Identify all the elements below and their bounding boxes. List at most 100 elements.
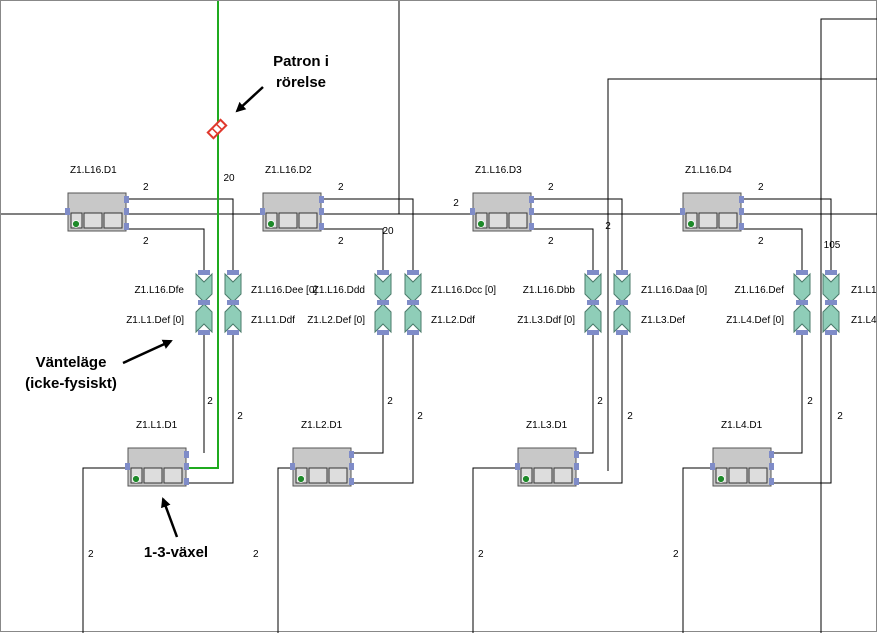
arrow-switch: [161, 497, 179, 538]
tube-segment-10[interactable]: [584, 300, 602, 335]
tube-label-bottom: Z1.L1.Ddf: [251, 315, 295, 326]
annotation-waiting-line1: Vänteläge: [36, 354, 107, 371]
carrier-in-motion-icon: [206, 118, 228, 140]
port-icon: [769, 451, 774, 458]
tube-label-bottom: Z1.L3.Ddf [0]: [517, 315, 575, 326]
tube-label-bottom: Z1.L2.Ddf: [431, 315, 475, 326]
tube-label-top: Z1.L16.Dfe: [135, 285, 185, 296]
tube-label-top: Z1.L16.Dcc [0]: [431, 285, 496, 296]
port-icon: [319, 196, 324, 203]
port-icon: [65, 208, 70, 215]
tube-label-bottom: Z1.L4.Def [0]: [726, 315, 784, 326]
port-icon: [260, 208, 265, 215]
port-icon: [680, 208, 685, 215]
tube-segment-3[interactable]: [224, 270, 242, 305]
tube-segment-7[interactable]: [404, 270, 422, 305]
line-count: 2: [478, 549, 484, 560]
annotation-waiting-line2: (icke-fysiskt): [25, 375, 117, 392]
line-count: 2: [548, 182, 554, 193]
line-count-green: 20: [223, 173, 235, 184]
tube-segment-5[interactable]: [374, 270, 392, 305]
line-count: 2: [143, 236, 149, 247]
port-icon: [739, 223, 744, 230]
line-count: 2: [237, 411, 243, 422]
line-count: 2: [253, 549, 259, 560]
tube-segment-13[interactable]: [793, 270, 811, 305]
line-count: 2: [453, 198, 459, 209]
annotation-switch: 1-3-växel: [144, 544, 208, 561]
line-count: 2: [417, 411, 423, 422]
status-led-icon: [477, 220, 485, 228]
annotation-moving-line1: Patron i: [273, 53, 329, 70]
station-1[interactable]: [125, 447, 189, 487]
port-icon: [470, 208, 475, 215]
port-icon: [739, 196, 744, 203]
diverter-name: Z1.L16.D4: [685, 165, 732, 176]
port-icon: [739, 208, 744, 215]
diverter-name: Z1.L16.D3: [475, 165, 522, 176]
line-count: 2: [88, 549, 94, 560]
tube-label-top: Z1.L16.Ddd: [313, 285, 365, 296]
tube-label-bottom: Z1.L2.Def [0]: [307, 315, 365, 326]
line-count: 2: [673, 549, 679, 560]
tube-segment-11[interactable]: [613, 270, 631, 305]
line-count: 2: [758, 236, 764, 247]
status-led-icon: [267, 220, 275, 228]
diverter-name: Z1.L16.D2: [265, 165, 312, 176]
tube-label-bottom: Z1.L1.Def [0]: [126, 315, 184, 326]
tube-segment-15[interactable]: [822, 270, 840, 305]
status-led-icon: [522, 475, 530, 483]
line-count: 2: [627, 411, 633, 422]
port-icon: [349, 451, 354, 458]
diverter-name: Z1.L16.D1: [70, 165, 117, 176]
port-icon: [529, 196, 534, 203]
station-2[interactable]: [290, 447, 354, 487]
tube-label-top: Z1.L16.Dbb: [523, 285, 576, 296]
status-led-icon: [132, 475, 140, 483]
status-led-icon: [687, 220, 695, 228]
tube-segment-2[interactable]: [195, 300, 213, 335]
port-icon: [710, 463, 715, 470]
station-name: Z1.L3.D1: [526, 420, 568, 431]
tube-segment-8[interactable]: [404, 300, 422, 335]
tube-label-top: Z1.L16.Daa [0]: [641, 285, 707, 296]
port-icon: [184, 463, 189, 470]
tube-label-top: Z1.L1: [851, 285, 877, 296]
port-icon: [290, 463, 295, 470]
line-count: 2: [758, 182, 764, 193]
port-icon: [574, 451, 579, 458]
tube-segment-6[interactable]: [374, 300, 392, 335]
tube-segment-14[interactable]: [793, 300, 811, 335]
port-icon: [184, 451, 189, 458]
port-icon: [769, 463, 774, 470]
line-count: 2: [207, 396, 213, 407]
station-4[interactable]: [710, 447, 774, 487]
line-count: 2: [338, 236, 344, 247]
tube-segment-4[interactable]: [224, 300, 242, 335]
arrow-moving: [235, 86, 264, 113]
tube-segment-1[interactable]: [195, 270, 213, 305]
tube-segment-12[interactable]: [613, 300, 631, 335]
station-3[interactable]: [515, 447, 579, 487]
line-count: 2: [338, 182, 344, 193]
tube-segment-9[interactable]: [584, 270, 602, 305]
port-icon: [349, 463, 354, 470]
tube-label-top: Z1.L16.Dee [0]: [251, 285, 317, 296]
port-icon: [319, 208, 324, 215]
diverter-3[interactable]: [470, 192, 534, 232]
tube-label-bottom: Z1.L4: [851, 315, 877, 326]
tube-segment-16[interactable]: [822, 300, 840, 335]
port-icon: [574, 478, 579, 485]
diverter-1[interactable]: [65, 192, 129, 232]
line-count: 105: [824, 240, 841, 251]
port-icon: [124, 223, 129, 230]
diverter-4[interactable]: [680, 192, 744, 232]
line-count: 2: [807, 396, 813, 407]
line-count: 2: [837, 411, 843, 422]
diverter-2[interactable]: [260, 192, 324, 232]
active-carrier-path: [188, 1, 219, 469]
tube-label-bottom: Z1.L3.Def: [641, 315, 685, 326]
